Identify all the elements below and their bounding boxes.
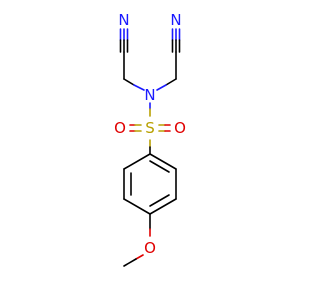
left-ch2-to-n-bond-carbon [123,78,135,86]
ring-bond-1 [149,153,177,170]
molecule-structure-diagram: N N N S O O O [114,11,186,267]
ring-inner-double-bond-1 [149,160,170,173]
left-ch2-to-n-bond-nitrogen [133,84,145,91]
ether-o-to-methyl-bond-carbon [123,258,137,267]
ether-o-to-methyl-bond-oxygen [135,254,144,260]
benzene-ring [123,153,177,215]
ring-bond-6 [123,153,151,170]
ether-oxygen-label: O [144,239,156,257]
nitrile-nitrogen-right-label: N [170,11,181,29]
ring-bond-4 [123,198,151,215]
left-cyanomethyl-group [119,28,145,91]
nitrile-nitrogen-left-label: N [118,11,129,29]
sulfonyl-oxygen-right-label: O [174,119,186,137]
right-ch2-to-n-bond-nitrogen [156,84,167,91]
sulfonyl-oxygen-left-label: O [114,119,126,137]
ring-bond-3 [149,198,177,215]
methoxy-group [123,213,151,267]
amine-nitrogen-label: N [144,86,155,104]
sulfur-label: S [145,119,155,137]
right-ch2-to-n-bond-carbon [165,78,177,86]
ring-inner-double-bond-2 [149,194,170,207]
right-cyanomethyl-group [156,28,181,91]
sulfonyl-double-bonds [129,124,171,132]
